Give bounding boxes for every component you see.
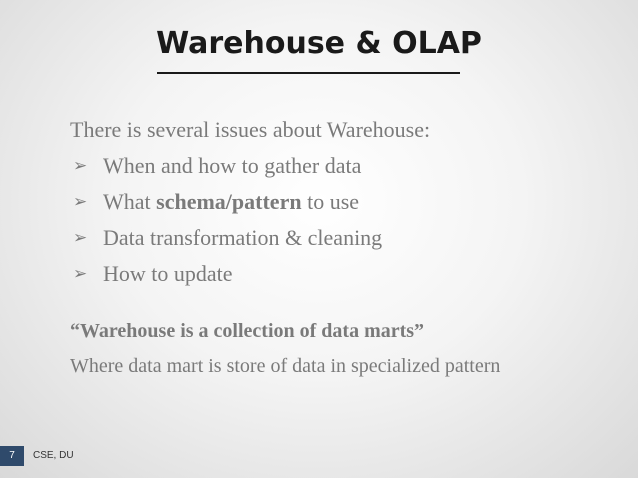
bullet-text: When and how to gather data	[103, 153, 362, 178]
bullet-bold-text: schema/pattern	[156, 189, 302, 214]
bullet-list: ➢ When and how to gather data ➢ What sch…	[70, 148, 430, 292]
description-text: Where data mart is store of data in spec…	[70, 355, 501, 377]
arrow-bullet-icon: ➢	[73, 156, 88, 176]
arrow-bullet-icon: ➢	[73, 228, 88, 248]
bullet-text: How to update	[103, 261, 233, 286]
arrow-bullet-icon: ➢	[73, 264, 88, 284]
bullet-text-after: to use	[301, 189, 360, 214]
slide-title: Warehouse & OLAP	[156, 26, 482, 61]
footer-text: CSE, DU	[33, 450, 74, 461]
quote-text: “Warehouse is a collection of data marts…	[70, 320, 425, 342]
bullet-item: ➢ What schema/pattern to use	[70, 184, 430, 220]
bullet-item: ➢ When and how to gather data	[70, 148, 430, 184]
arrow-bullet-icon: ➢	[73, 192, 88, 212]
bullet-item: ➢ How to update	[70, 256, 430, 292]
intro-text: There is several issues about Warehouse:	[70, 117, 431, 142]
bullet-item: ➢ Data transformation & cleaning	[70, 220, 430, 256]
bullet-text: What	[103, 189, 157, 214]
bullet-text: Data transformation & cleaning	[103, 225, 383, 250]
title-underline	[157, 72, 460, 74]
slide-number: 7	[0, 446, 24, 466]
slide-body: There is several issues about Warehouse:…	[70, 112, 430, 292]
